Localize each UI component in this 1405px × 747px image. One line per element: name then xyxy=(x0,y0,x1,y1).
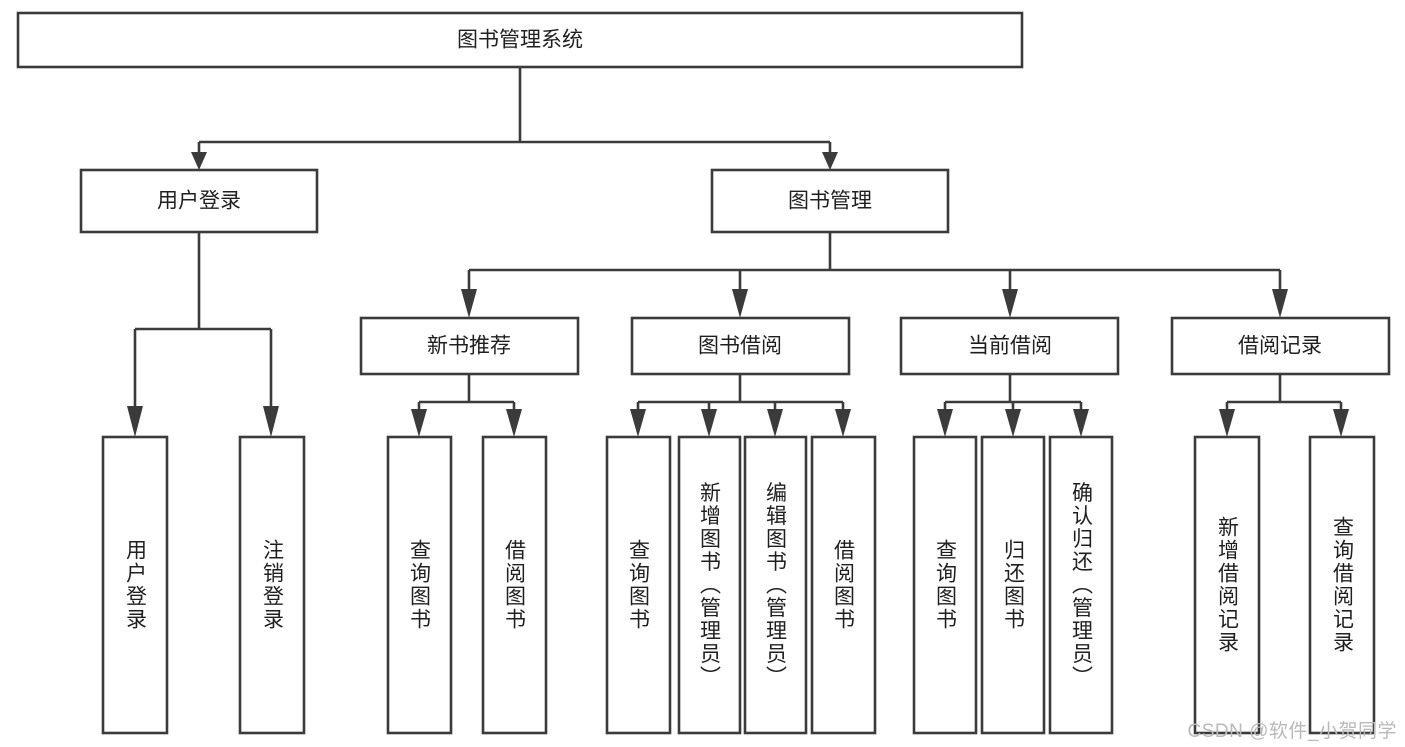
node-borrow-record-box[interactable] xyxy=(1170,316,1391,376)
node-user-login[interactable]: 用户登录 xyxy=(79,168,319,234)
node-book-manage[interactable]: 图书管理 xyxy=(710,168,950,234)
node-root[interactable]: 图书管理系统 xyxy=(16,11,1024,69)
arrow-head-leaf-query-record xyxy=(1333,409,1349,437)
arrow-head-leaf-borrow-book-1 xyxy=(506,409,522,437)
arrow-head-leaf-return-book xyxy=(1005,409,1021,437)
node-leaf-query-book-3-box[interactable] xyxy=(912,435,978,735)
node-book-borrow-box[interactable] xyxy=(630,316,851,376)
node-leaf-query-record-label: 查询借阅记录 xyxy=(1331,516,1355,654)
node-new-book-recommend-label: 新书推荐 xyxy=(427,335,511,358)
node-leaf-borrow-book-2-box[interactable] xyxy=(810,435,877,735)
node-borrow-record[interactable]: 借阅记录 xyxy=(1170,316,1391,376)
node-leaf-edit-book[interactable]: 编辑图书（管理员） xyxy=(743,435,808,735)
node-leaf-add-record-label: 新增借阅记录 xyxy=(1216,516,1240,654)
arrow-head-book-manage xyxy=(822,152,838,170)
arrow-head-leaf-edit-book xyxy=(767,409,783,437)
arrow-head-leaf-query-book-2 xyxy=(630,409,646,437)
node-leaf-return-book-box[interactable] xyxy=(980,435,1046,735)
connectors xyxy=(127,67,1349,437)
node-leaf-return-book-label: 归还图书 xyxy=(1002,539,1026,631)
node-leaf-query-book-1-box[interactable] xyxy=(386,435,453,735)
node-new-book-recommend[interactable]: 新书推荐 xyxy=(359,316,580,376)
node-borrow-record-label: 借阅记录 xyxy=(1238,335,1322,358)
node-leaf-query-record-box[interactable] xyxy=(1308,435,1376,735)
node-leaf-query-book-3-label: 查询图书 xyxy=(934,539,958,631)
node-current-borrow[interactable]: 当前借阅 xyxy=(899,316,1120,376)
node-leaf-user-logout-box[interactable] xyxy=(238,435,306,735)
arrow-head-borrow-record xyxy=(1272,289,1288,318)
node-user-login-box[interactable] xyxy=(79,168,319,234)
node-current-borrow-box[interactable] xyxy=(899,316,1120,376)
node-leaf-borrow-book-1-label: 借阅图书 xyxy=(503,539,527,631)
node-leaf-add-record[interactable]: 新增借阅记录 xyxy=(1193,435,1261,735)
arrow-head-user-login xyxy=(191,152,207,170)
arrow-head-leaf-confirm-return xyxy=(1073,409,1089,437)
node-leaf-confirm-return-label: 确认归还（管理员） xyxy=(1070,482,1094,689)
node-leaf-borrow-book-2-label: 借阅图书 xyxy=(832,539,856,631)
node-leaf-return-book[interactable]: 归还图书 xyxy=(980,435,1046,735)
node-leaf-query-book-2[interactable]: 查询图书 xyxy=(605,435,672,735)
arrow-head-leaf-user-logout xyxy=(263,406,279,437)
node-leaf-confirm-return-box[interactable] xyxy=(1048,435,1114,735)
arrow-head-book-borrow xyxy=(732,289,748,318)
node-book-manage-box[interactable] xyxy=(710,168,950,234)
node-leaf-user-login-label: 用户登录 xyxy=(124,539,148,631)
arrow-head-leaf-borrow-book-2 xyxy=(835,409,851,437)
node-book-borrow-label: 图书借阅 xyxy=(698,335,782,358)
node-leaf-query-book-1[interactable]: 查询图书 xyxy=(386,435,453,735)
node-user-login-label: 用户登录 xyxy=(157,190,241,213)
arrow-head-leaf-add-book xyxy=(701,409,717,437)
node-book-manage-label: 图书管理 xyxy=(788,190,872,213)
node-leaf-query-record[interactable]: 查询借阅记录 xyxy=(1308,435,1376,735)
node-leaf-edit-book-label: 编辑图书（管理员） xyxy=(764,482,788,689)
arrow-head-current-borrow xyxy=(1002,289,1018,318)
node-book-borrow[interactable]: 图书借阅 xyxy=(630,316,851,376)
node-current-borrow-label: 当前借阅 xyxy=(968,335,1052,358)
node-leaf-add-book[interactable]: 新增图书（管理员） xyxy=(677,435,742,735)
node-leaf-user-logout-label: 注销登录 xyxy=(261,539,285,631)
node-leaf-user-logout[interactable]: 注销登录 xyxy=(238,435,306,735)
node-leaf-edit-book-box[interactable] xyxy=(743,435,808,735)
node-leaf-query-book-3[interactable]: 查询图书 xyxy=(912,435,978,735)
arrow-head-leaf-query-book-3 xyxy=(937,409,953,437)
arrow-head-leaf-add-record xyxy=(1219,409,1235,437)
node-new-book-recommend-box[interactable] xyxy=(359,316,580,376)
node-leaf-query-book-2-label: 查询图书 xyxy=(627,539,651,631)
arrow-head-leaf-query-book-1 xyxy=(411,409,427,437)
node-leaf-borrow-book-2[interactable]: 借阅图书 xyxy=(810,435,877,735)
node-leaf-query-book-2-box[interactable] xyxy=(605,435,672,735)
node-leaf-user-login-box[interactable] xyxy=(101,435,169,735)
node-root-box[interactable] xyxy=(16,11,1024,69)
node-leaf-add-record-box[interactable] xyxy=(1193,435,1261,735)
arrow-head-new-book-recommend xyxy=(461,289,477,318)
node-leaf-borrow-book-1[interactable]: 借阅图书 xyxy=(481,435,548,735)
node-leaf-confirm-return[interactable]: 确认归还（管理员） xyxy=(1048,435,1114,735)
node-leaf-borrow-book-1-box[interactable] xyxy=(481,435,548,735)
arrow-head-leaf-user-login xyxy=(127,406,143,437)
node-root-label: 图书管理系统 xyxy=(457,29,583,52)
node-leaf-query-book-1-label: 查询图书 xyxy=(408,539,432,631)
node-leaf-add-book-box[interactable] xyxy=(677,435,742,735)
node-leaf-user-login[interactable]: 用户登录 xyxy=(101,435,169,735)
node-leaf-add-book-label: 新增图书（管理员） xyxy=(698,482,722,689)
